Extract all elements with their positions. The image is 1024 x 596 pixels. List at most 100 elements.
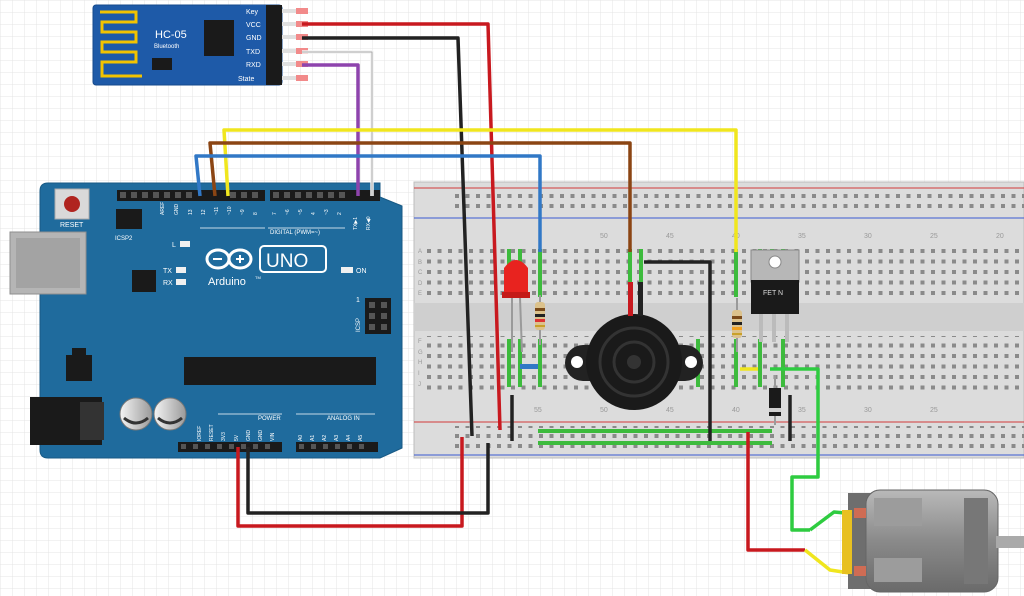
pin-label: 13 (188, 209, 194, 215)
wire-buzzer-gnd (644, 260, 712, 441)
top-power-rail (452, 191, 1024, 213)
bt-chip (204, 20, 234, 56)
voltage-regulator (66, 355, 92, 381)
diode (769, 375, 781, 425)
pin-label: A0 (298, 435, 304, 441)
wire-pin11-buzzer (208, 141, 632, 252)
terminal-strip-bottom (424, 336, 1024, 392)
wire-5v (236, 437, 464, 528)
pin-label: 5V (234, 434, 240, 441)
pin-label: 7 (272, 212, 278, 215)
power-label: POWER (258, 416, 281, 422)
pin-label: VIN (270, 432, 276, 441)
pin-label: A4 (346, 435, 352, 441)
row-letter: I (418, 371, 420, 377)
dc-motor (842, 489, 1024, 593)
atmega-chip (184, 357, 376, 385)
column-number: 35 (798, 407, 806, 414)
pin-label: ~10 (227, 206, 233, 215)
pin-label: RESET (209, 424, 215, 441)
pin-label: GND (174, 204, 180, 216)
usb-chip (132, 270, 156, 292)
pin-label: 12 (201, 209, 207, 215)
icsp-header (365, 298, 391, 334)
pin-label: 4 (311, 212, 317, 215)
pin-label: A2 (322, 435, 328, 441)
wire-bt-vcc (302, 22, 502, 431)
row-letter: H (418, 360, 422, 366)
led-label-rx: RX (163, 280, 173, 287)
trademark: TM (255, 275, 261, 280)
pin-label: 2 (337, 212, 343, 215)
reset-label: RESET (60, 222, 84, 229)
analog-label: ANALOG IN (327, 416, 360, 422)
pin-label: ~3 (324, 209, 330, 215)
pin-label: AREF (160, 202, 166, 215)
led-label-l: L (172, 242, 176, 249)
digital-label: DIGITAL (PWM=~) (270, 230, 320, 236)
capacitor (119, 397, 153, 431)
row-letter: F (418, 339, 422, 345)
pin-label: A3 (334, 435, 340, 441)
mosfet-label: FET N (763, 290, 783, 297)
icsp-label: ICSP (356, 318, 362, 332)
column-number: 45 (666, 407, 674, 414)
arduino-uno-board: RESET ICSP2 AREF GND 13 12 ~11 ~10 ~9 8 … (9, 182, 403, 459)
column-number: 45 (666, 233, 674, 240)
mosfet-transistor: FET N (750, 249, 800, 342)
hc05-bluetooth-module: HC-05 Bluetooth Key VCC GND TXD RXD Stat… (92, 4, 308, 86)
pin-label: GND (246, 430, 252, 442)
pin-label: 8 (253, 212, 259, 215)
jumper-short (520, 364, 538, 369)
wire-pin10-gate (222, 128, 738, 252)
wire-bt-rxd (302, 63, 360, 196)
column-number: 50 (600, 407, 608, 414)
center-channel (414, 303, 1024, 331)
column-number: 25 (930, 233, 938, 240)
reset-button[interactable] (54, 188, 90, 220)
module-subtitle: Bluetooth (154, 44, 179, 50)
pin-label: RX◀0 (366, 216, 372, 230)
resistor-led (535, 295, 545, 345)
red-led (502, 260, 530, 353)
pin-label: ~11 (214, 207, 220, 215)
icsp2-header (116, 209, 142, 229)
icsp2-label: ICSP2 (115, 236, 133, 242)
piezo-buzzer (565, 282, 703, 410)
column-number: 20 (996, 233, 1004, 240)
bt-pin-label: State (238, 76, 254, 83)
arduino-logo (205, 248, 253, 270)
column-number: 25 (930, 407, 938, 414)
wire-bt-gnd (302, 36, 474, 437)
wire-motor-drain (770, 367, 820, 532)
column-number: 55 (534, 407, 542, 414)
row-letter: E (418, 291, 422, 297)
column-number: 35 (798, 233, 806, 240)
arduino-brand: Arduino (208, 276, 246, 288)
bt-pin-label: GND (246, 35, 262, 42)
wire-gnd (246, 443, 490, 515)
pin-label: GND (258, 430, 264, 442)
bt-pin-label: VCC (246, 22, 261, 29)
row-letter: J (418, 382, 421, 388)
pin-label: A5 (358, 435, 364, 441)
led-label-tx: TX (163, 268, 172, 275)
bt-pin-label: RXD (246, 62, 261, 69)
pin-label: IOREF (197, 426, 203, 441)
pin-label: ~5 (298, 209, 304, 215)
wires (194, 22, 857, 576)
pin-label: ~9 (240, 209, 246, 215)
reset-button-cap[interactable] (64, 196, 80, 212)
row-letter: A (418, 249, 422, 255)
column-number: 30 (864, 407, 872, 414)
board-model: UNO (266, 251, 308, 272)
row-letter: G (418, 350, 423, 356)
column-number: 40 (732, 407, 740, 414)
row-letter: B (418, 260, 422, 266)
pin-label: A1 (310, 435, 316, 441)
capacitor (153, 397, 187, 431)
on-label: ON (356, 268, 367, 275)
row-letter: D (418, 281, 423, 287)
pin-label: TX▶1 (353, 217, 359, 230)
